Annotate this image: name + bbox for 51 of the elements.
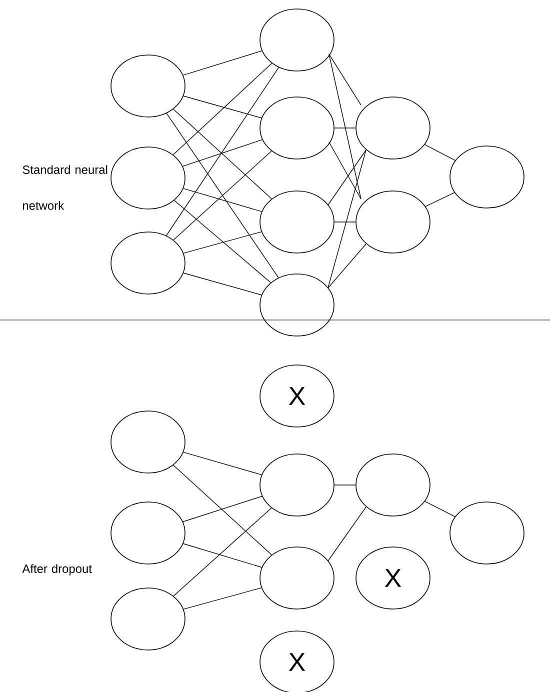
neuron	[356, 190, 430, 254]
connection-line	[182, 496, 262, 522]
connection-line	[328, 506, 366, 562]
neuron	[450, 146, 524, 208]
connection-line	[174, 200, 272, 283]
neuron	[356, 96, 430, 160]
neuron	[110, 54, 186, 118]
dropped-neuron: X	[356, 546, 430, 610]
neuron	[260, 274, 334, 336]
connection-line	[173, 508, 272, 596]
neuron	[260, 96, 334, 160]
connection-line	[425, 192, 455, 207]
connection-line	[424, 144, 456, 161]
connection-line	[182, 543, 262, 568]
connection-line	[328, 54, 362, 200]
connection-line	[328, 244, 366, 288]
connection-line	[183, 452, 262, 476]
neuron	[110, 410, 186, 474]
neuron	[110, 232, 186, 294]
neuron	[356, 454, 430, 516]
connection-line	[172, 464, 272, 556]
dropped-neuron: X	[260, 364, 334, 428]
section-label: After dropout	[22, 564, 92, 576]
neuron	[260, 8, 334, 72]
section-label: Standard neural network	[22, 165, 108, 210]
dropped-neuron: X	[260, 630, 334, 692]
connection-line	[334, 484, 356, 486]
neuron	[260, 190, 334, 254]
connection-line	[172, 108, 272, 200]
connection-line	[182, 188, 262, 212]
connection-line	[328, 150, 366, 206]
neuron	[260, 454, 334, 516]
connection-line	[328, 142, 362, 200]
connection-line	[328, 150, 366, 288]
neuron	[110, 502, 186, 564]
neuron	[110, 588, 186, 650]
connection-line	[183, 231, 262, 254]
connection-line	[182, 139, 263, 167]
neuron	[110, 146, 186, 210]
neuron	[260, 546, 334, 610]
connection-line	[172, 62, 272, 156]
connection-line	[183, 587, 262, 610]
connection-line	[182, 50, 262, 76]
connection-line	[328, 54, 362, 106]
neuron	[450, 502, 524, 564]
connection-line	[173, 150, 272, 240]
connection-line	[424, 500, 456, 518]
connection-line	[166, 67, 280, 236]
connection-line	[183, 96, 262, 118]
connection-line	[166, 112, 279, 278]
connection-line	[183, 272, 262, 296]
